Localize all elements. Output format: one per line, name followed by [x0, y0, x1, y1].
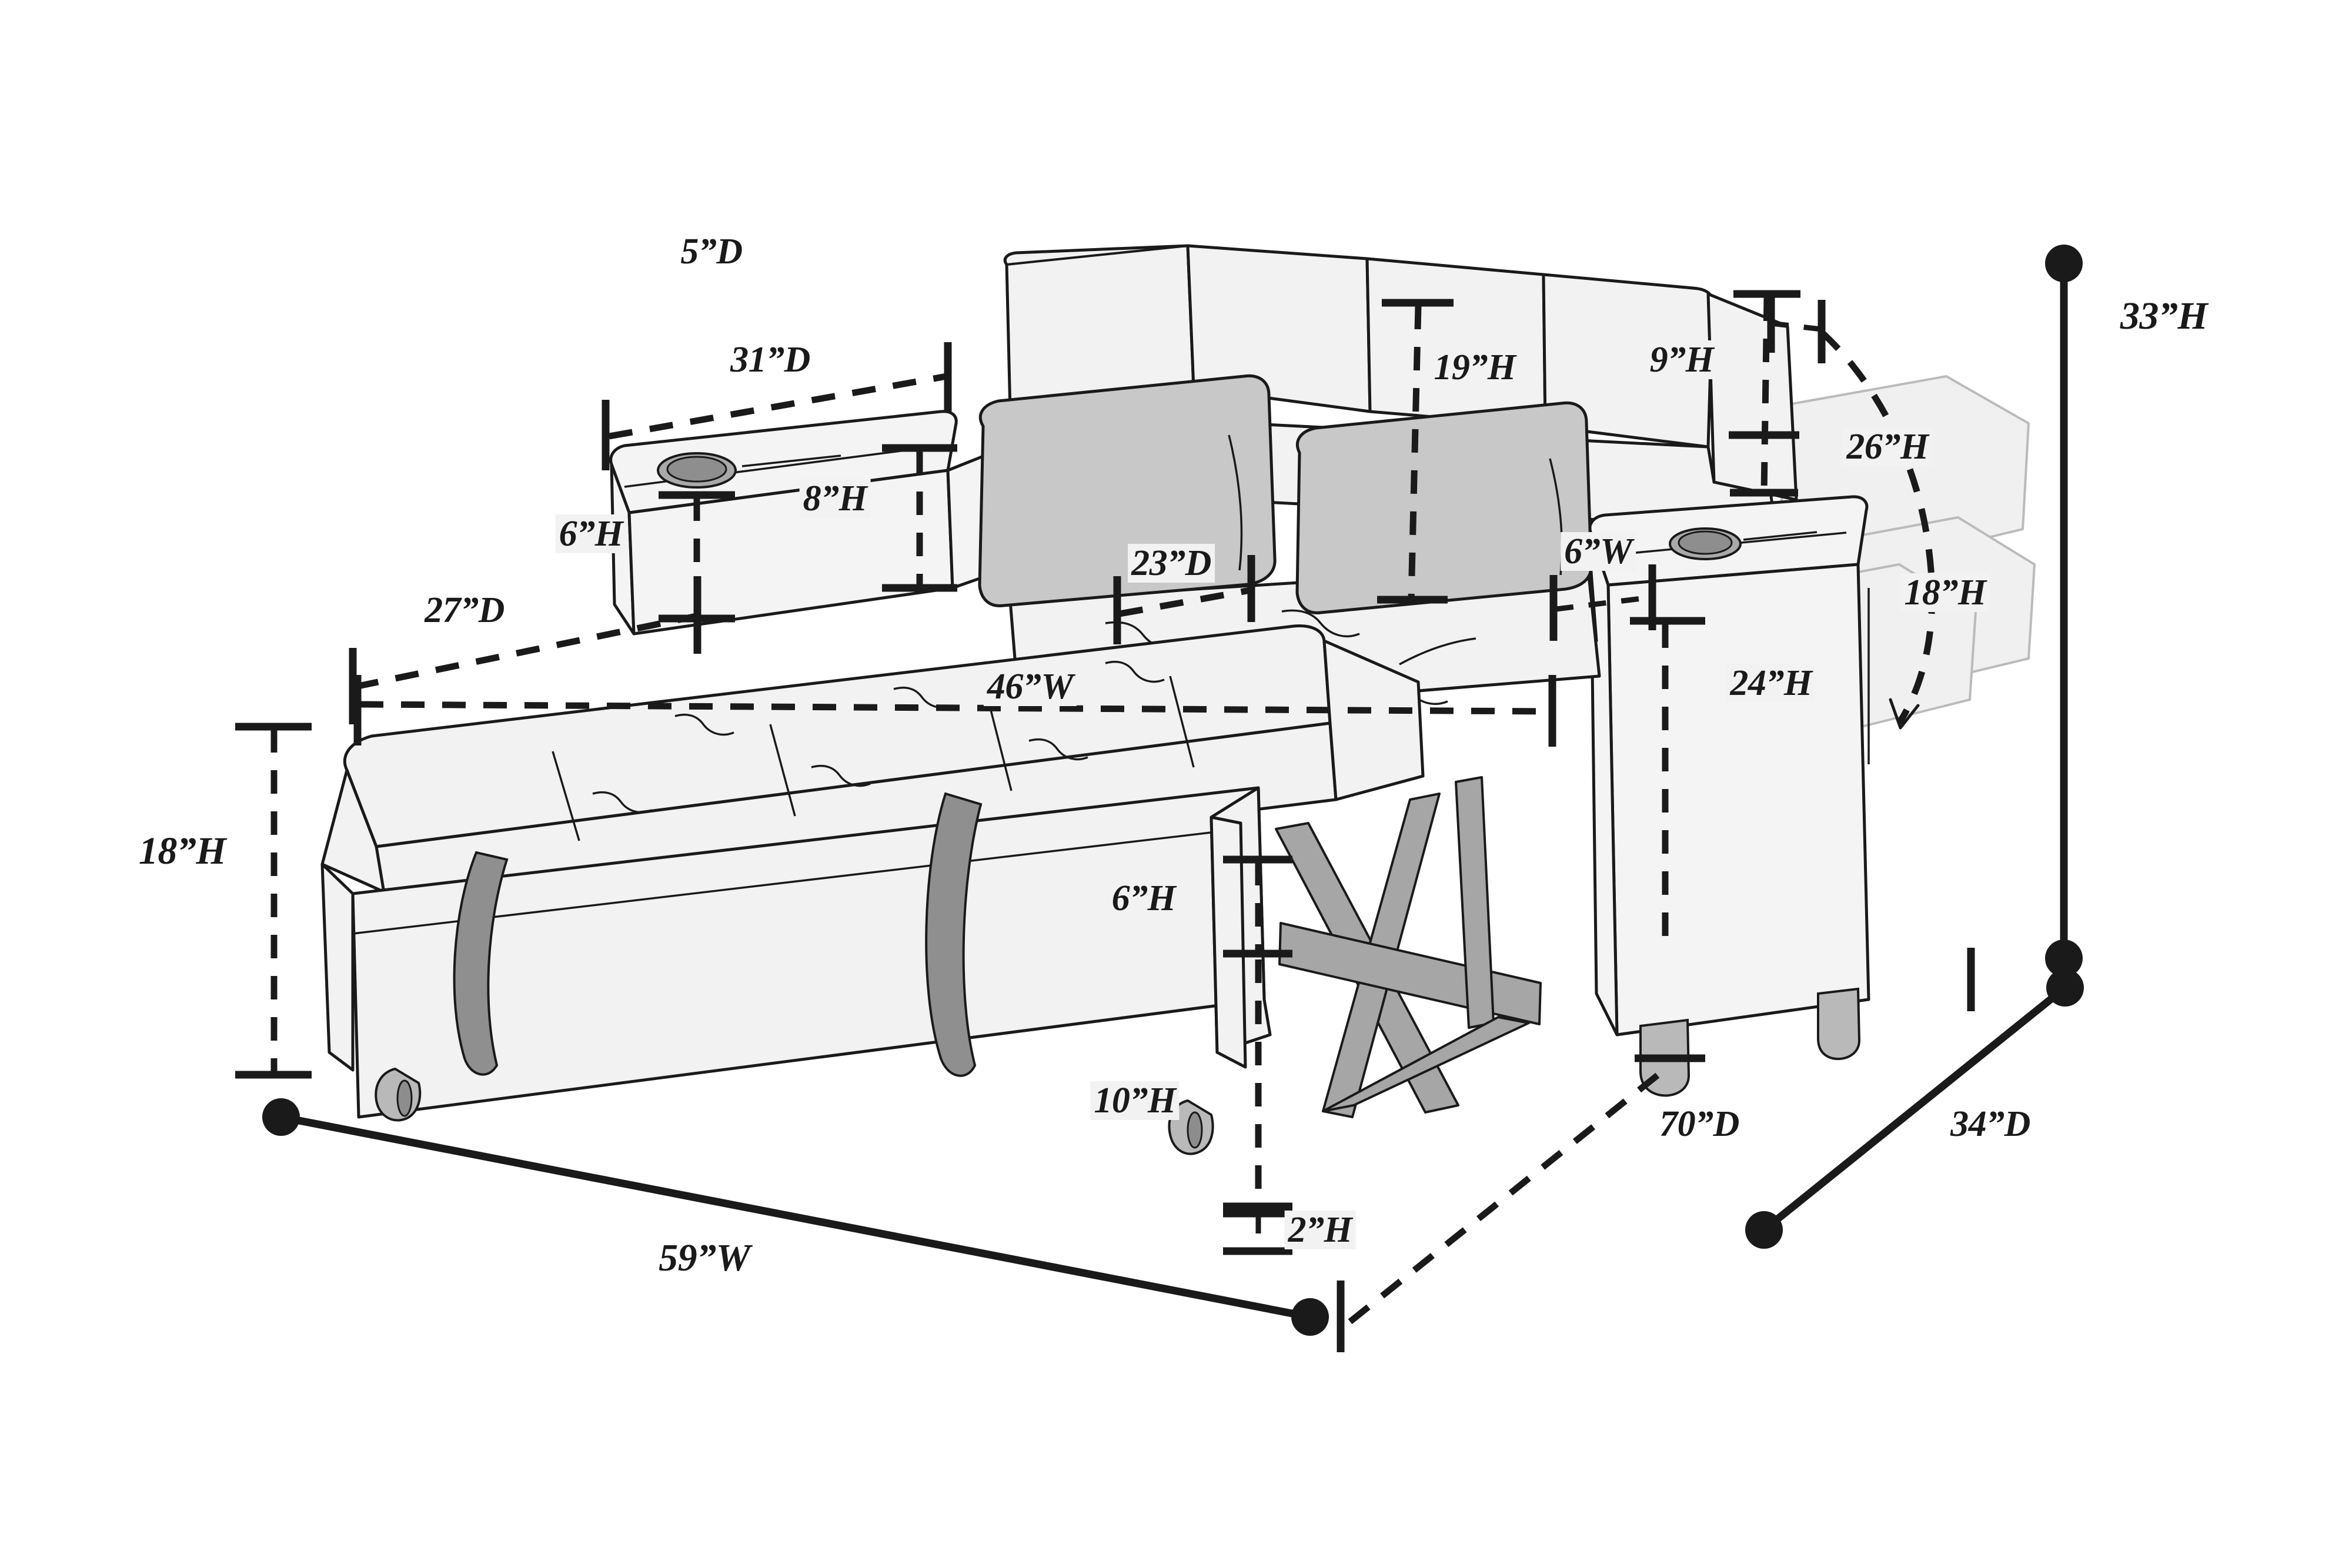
dim-floor-clearance-2 — [1223, 1209, 1292, 1255]
dim-label-59w: 59”W — [659, 1236, 750, 1279]
dim-label-10h: 10”H — [1090, 1081, 1180, 1120]
left-arm — [609, 410, 1013, 636]
dim-label-24h: 24”H — [1726, 664, 1816, 703]
dim-label-26h: 26”H — [1843, 427, 1932, 466]
dim-seat-height-24 — [1630, 617, 1705, 952]
dim-label-27d: 27”D — [425, 590, 505, 630]
dim-back-cushion-depth-5 — [1767, 291, 1936, 730]
right-arm — [1588, 495, 1870, 1097]
dim-label-19h: 19”H — [1430, 348, 1519, 387]
metal-support-frame — [1275, 776, 1542, 1118]
dim-seat-back-height-19 — [1377, 299, 1454, 604]
dim-arm-top-depth-31 — [602, 342, 952, 470]
dim-label-6h-gap: 6”H — [1108, 879, 1180, 918]
dim-label-6h-arm: 6”H — [555, 514, 627, 553]
dim-label-33h: 33”H — [2120, 295, 2208, 337]
dim-seat-depth-23 — [1113, 555, 1255, 644]
dim-storage-height-10 — [1223, 959, 1292, 1211]
dim-depth-extended-70 — [1348, 1054, 1705, 1325]
dim-label-18h-arm: 18”H — [1900, 573, 1990, 612]
throw-pillow-left — [978, 374, 1277, 607]
dim-bed-height-18 — [235, 723, 312, 1079]
back-cushions — [1003, 244, 1715, 449]
dim-label-6w: 6”W — [1561, 532, 1636, 571]
dim-label-8h: 8”H — [799, 479, 871, 518]
dim-overall-width-59 — [262, 1098, 1345, 1352]
dim-label-2h: 2”H — [1284, 1211, 1356, 1249]
dim-label-46w: 46”W — [983, 667, 1077, 706]
dim-label-70d: 70”D — [1659, 1104, 1739, 1144]
dim-headrest-height-9 — [1730, 290, 1800, 497]
dim-bed-width-46 — [353, 675, 1556, 747]
dim-arm-pad-height-8 — [882, 444, 957, 592]
dim-label-23d: 23”D — [1128, 544, 1215, 583]
dim-platform-gap-6 — [1223, 855, 1292, 958]
dim-label-34d: 34”D — [1950, 1104, 2030, 1144]
dim-overall-height-33 — [2045, 245, 2083, 977]
dim-label-5d: 5”D — [680, 232, 743, 272]
pull-straps — [453, 792, 983, 1077]
dim-label-31d: 31”D — [730, 340, 810, 380]
dim-overall-depth-34 — [1745, 948, 2084, 1249]
dim-sofa-depth-27 — [349, 576, 701, 724]
dim-label-9h: 9”H — [1646, 340, 1718, 379]
casters — [375, 1067, 1214, 1155]
dim-label-18h-left: 18”H — [138, 830, 226, 872]
throw-pillow-right — [1295, 401, 1593, 614]
